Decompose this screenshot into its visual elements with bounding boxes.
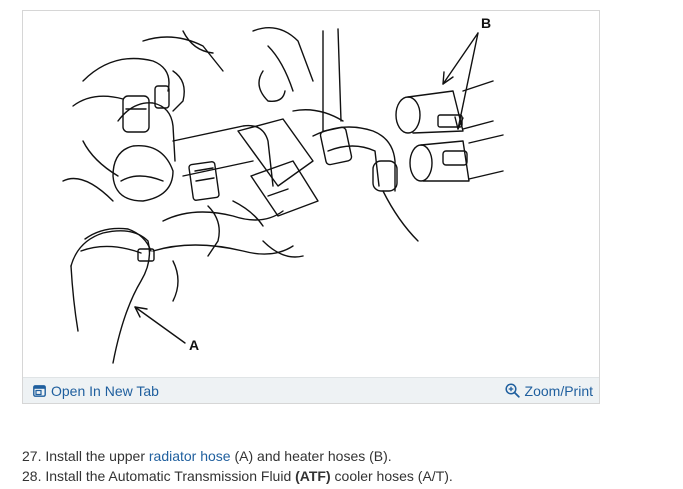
zoom-print-label: Zoom/Print [524, 382, 593, 399]
step-number: 27. [22, 448, 42, 464]
open-in-new-tab-link[interactable]: Open In New Tab [33, 383, 159, 399]
step-text-after: cooler hoses (A/T). [330, 468, 453, 484]
step-text-before: Install the upper [45, 448, 149, 464]
zoom-print-link[interactable]: Zoom/Print [504, 382, 593, 399]
zoom-in-icon [504, 383, 520, 398]
figure-toolbar: Open In New Tab Zoom/Print [23, 377, 599, 403]
step-27: 27. Install the upper radiator hose (A) … [22, 446, 662, 466]
open-in-new-tab-icon [33, 384, 46, 397]
step-text-after: (A) and heater hoses (B). [230, 448, 392, 464]
open-in-new-tab-label: Open In New Tab [51, 382, 159, 399]
figure-card: A B Open In New Tab Zoom/Print [22, 10, 600, 404]
step-number: 28. [22, 468, 42, 484]
engine-hose-diagram [62, 27, 504, 364]
callout-a-label: A [189, 337, 200, 353]
atf-abbreviation: (ATF) [295, 468, 331, 484]
radiator-hose-link[interactable]: radiator hose [148, 448, 231, 464]
step-28: 28. Install the Automatic Transmission F… [22, 466, 662, 486]
instruction-steps: 27. Install the upper radiator hose (A) … [22, 446, 662, 486]
step-text-before: Install the Automatic Transmission Fluid [45, 468, 296, 484]
callout-b-label: B [481, 15, 492, 31]
